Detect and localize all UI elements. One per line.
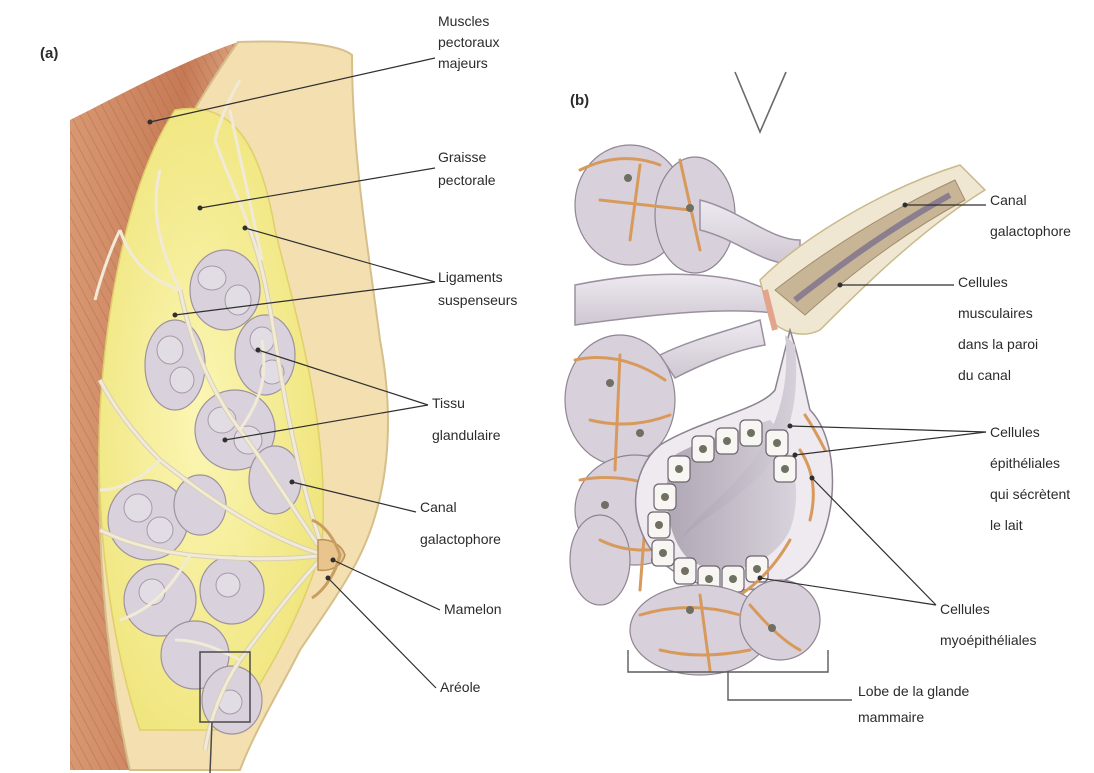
label-muscles-line2: pectoraux <box>438 34 499 50</box>
connecting-duct <box>575 274 790 325</box>
label-fat-line1: Graisse <box>438 149 486 165</box>
label-nipple: Mamelon <box>331 558 502 618</box>
label-epithelial-line3: qui sécrètent <box>990 486 1070 502</box>
label-duct-a-line1: Canal <box>420 499 457 515</box>
label-duct-b-line1: Canal <box>990 192 1027 208</box>
panel-a-illustration <box>70 42 388 773</box>
alveoli-cluster-lower <box>630 580 820 675</box>
label-fat-line2: pectorale <box>438 172 496 188</box>
label-ligaments-line1: Ligaments <box>438 269 503 285</box>
panel-a-letter: (a) <box>40 45 58 62</box>
label-muscle-cells-line3: dans la paroi <box>958 336 1038 352</box>
label-duct-a-line2: galactophore <box>420 531 501 547</box>
label-tissue-line1: Tissu <box>432 395 465 411</box>
label-muscle-cells-line1: Cellules <box>958 274 1008 290</box>
label-epithelial-line1: Cellules <box>990 424 1040 440</box>
label-nipple-text: Mamelon <box>444 601 502 617</box>
label-ligaments-line2: suspenseurs <box>438 292 517 308</box>
label-myoepithelial-line2: myoépithéliales <box>940 632 1037 648</box>
label-duct-b-line2: galactophore <box>990 223 1071 239</box>
label-lobe-line1: Lobe de la glande <box>858 683 970 699</box>
panel-b-letter: (b) <box>570 92 589 109</box>
label-muscles-line1: Muscles <box>438 13 489 29</box>
panel-b-illustration <box>565 145 985 700</box>
label-muscle-cells-line4: du canal <box>958 367 1011 383</box>
label-epithelial-line2: épithéliales <box>990 455 1060 471</box>
label-muscle-cells-line2: musculaires <box>958 305 1033 321</box>
magnification-indicator <box>735 72 786 132</box>
label-lobe: Lobe de la glande mammaire <box>858 683 970 725</box>
label-lobe-line2: mammaire <box>858 709 924 725</box>
label-epithelial-line4: le lait <box>990 517 1023 533</box>
label-muscles-line3: majeurs <box>438 55 488 71</box>
label-myoepithelial-line1: Cellules <box>940 601 990 617</box>
label-areola-text: Aréole <box>440 679 481 695</box>
label-areola: Aréole <box>326 576 481 696</box>
label-tissue-line2: glandulaire <box>432 427 501 443</box>
label-muscle-cells: Cellules musculaires dans la paroi du ca… <box>838 274 1039 383</box>
